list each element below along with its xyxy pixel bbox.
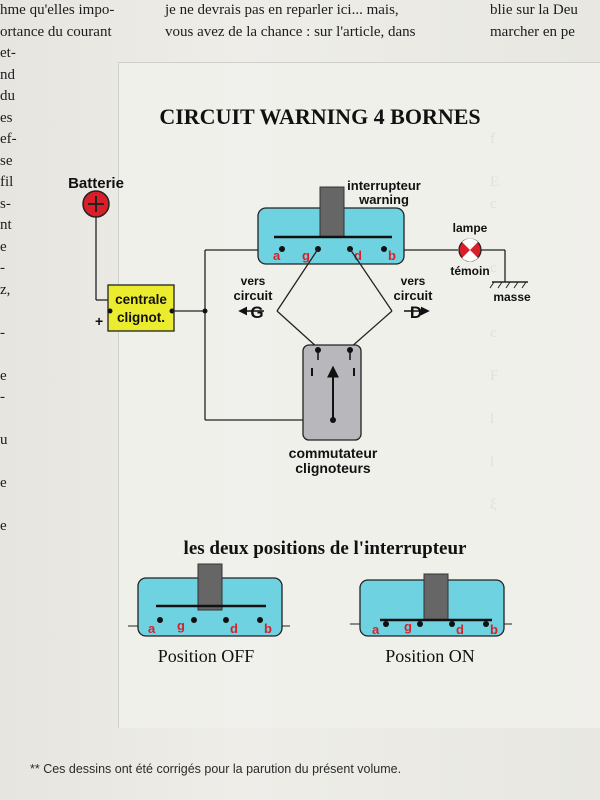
flasher-unit [107, 284, 175, 332]
vers-g-1: vers [241, 274, 266, 288]
text-line: nt [0, 217, 12, 233]
lamp-label-1: lampe [453, 221, 488, 235]
svg-text:b: b [490, 622, 498, 637]
switch-label-2: warning [358, 192, 409, 207]
svg-text:b: b [264, 621, 272, 636]
text-line: e [0, 367, 7, 384]
position-on-switch: a g d b [350, 573, 512, 637]
battery-label: Batterie [68, 175, 124, 192]
vers-d-1: vers [401, 274, 426, 288]
text-line: - [0, 260, 5, 276]
terminal-a: a [273, 248, 281, 263]
terminal-d: d [354, 248, 362, 263]
left-text-column: hme qu'elles impo-ortance du courant et-n… [0, 0, 120, 538]
text-line: blie sur la Deu [490, 2, 578, 18]
position-on-label: Position ON [385, 646, 475, 666]
commutator-label-2: clignoteurs [295, 460, 371, 476]
text-line: je ne devrais pas en reparler ici... mai… [165, 2, 399, 18]
position-off-label: Position OFF [158, 646, 255, 666]
vers-d-2: circuit [393, 288, 433, 303]
svg-text:d: d [456, 622, 464, 637]
text-line: et- [0, 45, 16, 61]
text-line: fil [0, 174, 14, 190]
text-line: u [0, 432, 8, 448]
text-line: ef- [0, 131, 17, 147]
plus-sign: + [95, 313, 103, 329]
flasher-label-2: clignot. [117, 310, 165, 325]
terminal-b: b [388, 248, 396, 263]
diagram-title: CIRCUIT WARNING 4 BORNES [159, 104, 480, 129]
switch-label-1: interrupteur [347, 178, 421, 193]
terminal-g: g [302, 248, 310, 263]
commutator-label-1: commutateur [289, 445, 378, 461]
svg-text:a: a [148, 621, 156, 636]
middle-text-column: je ne devrais pas en reparler ici... mai… [165, 0, 470, 43]
text-line: se [0, 152, 13, 169]
flasher-label-1: centrale [115, 292, 167, 307]
lamp-label-2: témoin [450, 264, 489, 278]
text-line: nd [0, 66, 15, 83]
text-line: - [0, 324, 5, 341]
ground-label: masse [493, 290, 531, 304]
vers-d-3: D [410, 303, 422, 322]
text-line: e [0, 238, 7, 255]
text-line: e [0, 475, 7, 491]
positions-title: les deux positions de l'interrupteur [184, 538, 467, 559]
text-line: - [0, 389, 5, 405]
footnote: ** Ces dessins ont été corrigés pour la … [30, 762, 402, 776]
svg-text:g: g [177, 618, 185, 633]
svg-text:d: d [230, 621, 238, 636]
warning-lamp-icon [458, 238, 482, 262]
text-line: marcher en pe [490, 23, 575, 40]
svg-text:a: a [372, 622, 380, 637]
vers-g-3: G [250, 303, 263, 322]
ground-icon [489, 281, 528, 289]
text-line: vous avez de la chance : sur l'article, … [165, 23, 416, 40]
text-line: du [0, 88, 15, 104]
switch-lever [319, 186, 345, 238]
text-line: ortance du courant [0, 23, 112, 40]
vers-g-2: circuit [233, 288, 273, 303]
text-line: es [0, 109, 13, 126]
svg-text:g: g [404, 619, 412, 634]
text-line: s- [0, 195, 11, 212]
text-line: e [0, 518, 7, 534]
text-line: z, [0, 281, 11, 298]
text-line: hme qu'elles impo- [0, 2, 115, 18]
position-off-switch: a g d b [128, 563, 290, 637]
